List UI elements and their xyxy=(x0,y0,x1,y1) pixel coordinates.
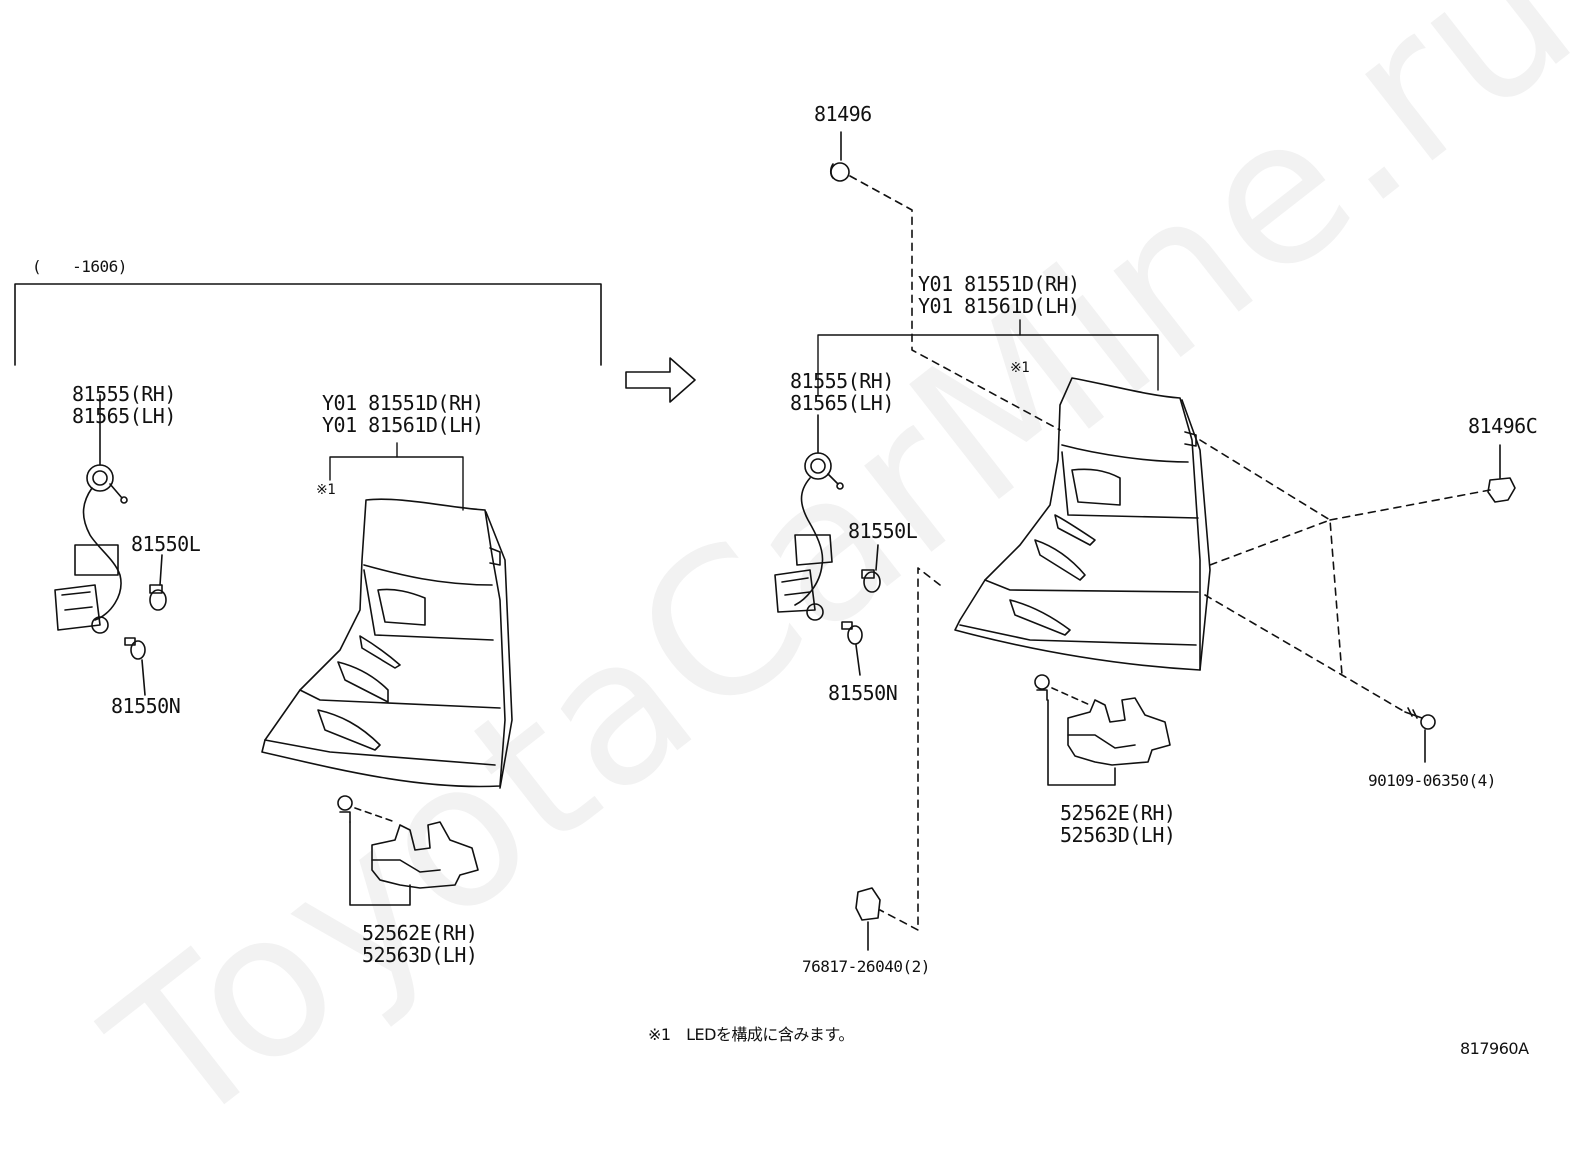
right-bulb-l-drawing xyxy=(861,544,881,593)
left-note-mark: ※1 xyxy=(316,482,336,498)
right-clip-label: 81496 xyxy=(814,102,872,126)
right-bulb-n-label: 81550N xyxy=(828,681,898,705)
right-lamp-label-rh: Y01 81551D(RH) xyxy=(918,272,1080,296)
date-range-label: ( -1606) xyxy=(32,257,127,276)
right-bracket-label-rh: 52562E(RH) xyxy=(1060,801,1176,825)
right-note-mark: ※1 xyxy=(1010,360,1030,376)
right-bracket-drawing xyxy=(1034,674,1171,786)
left-bulb-n-drawing xyxy=(124,637,146,696)
left-lamp-label-rh: Y01 81551D(RH) xyxy=(322,391,484,415)
left-socket-drawing xyxy=(54,394,128,634)
right-bulb-n-drawing xyxy=(841,621,863,676)
left-bracket-label-rh: 52562E(RH) xyxy=(362,921,478,945)
diagram-code: 817960A xyxy=(1460,1039,1529,1058)
left-lamp-leader xyxy=(329,442,464,511)
left-tail-lamp-drawing xyxy=(261,498,513,789)
right-bracket-label-lh: 52563D(LH) xyxy=(1060,823,1176,847)
right-nut-dashed-leader xyxy=(879,567,941,931)
arrow-icon xyxy=(625,357,696,403)
right-socket-drawing xyxy=(774,414,844,621)
right-bulb-l-label: 81550L xyxy=(848,519,918,543)
right-screw-label: 90109-06350(4) xyxy=(1368,771,1496,790)
right-clip-81496-drawing xyxy=(829,131,1061,431)
right-screw-drawing xyxy=(1404,707,1436,763)
left-bulb-l-label: 81550L xyxy=(131,532,201,556)
right-clip-c-label: 81496C xyxy=(1468,414,1538,438)
footnote: ※1 LEDを構成に含みます。 xyxy=(648,1025,854,1044)
left-socket-label-rh: 81555(RH) xyxy=(72,382,176,406)
right-lamp-leader xyxy=(817,319,1159,396)
left-lamp-label-lh: Y01 81561D(LH) xyxy=(322,413,484,437)
right-clip-81496c-drawing xyxy=(1487,444,1516,503)
parts-diagram xyxy=(14,131,1516,951)
left-bracket-drawing xyxy=(337,795,479,906)
left-bulb-l-drawing xyxy=(149,554,167,611)
right-lamp-label-lh: Y01 81561D(LH) xyxy=(918,294,1080,318)
left-bracket-label-lh: 52563D(LH) xyxy=(362,943,478,967)
right-tail-lamp-drawing xyxy=(954,377,1491,713)
left-socket-label-lh: 81565(LH) xyxy=(72,404,176,428)
right-nut-label: 76817-26040(2) xyxy=(802,957,930,976)
right-socket-label-rh: 81555(RH) xyxy=(790,369,894,393)
right-nut-drawing xyxy=(855,887,881,951)
right-socket-label-lh: 81565(LH) xyxy=(790,391,894,415)
left-group-bracket-frame xyxy=(14,283,602,366)
left-bulb-n-label: 81550N xyxy=(111,694,181,718)
